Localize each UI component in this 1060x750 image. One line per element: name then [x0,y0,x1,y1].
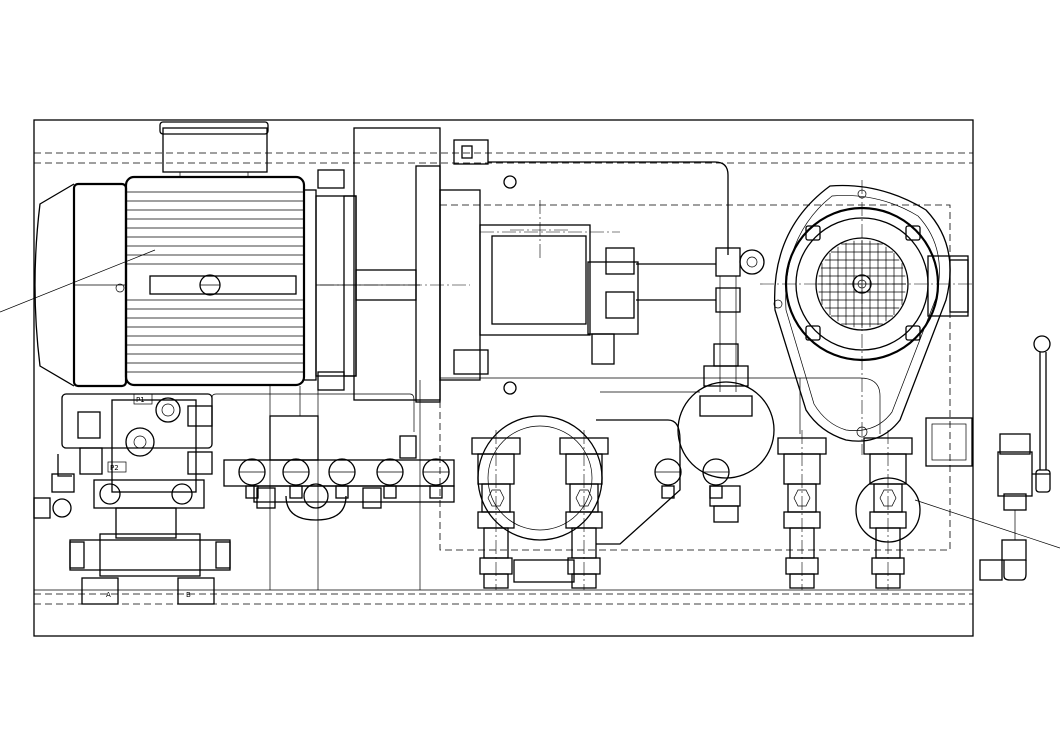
port-label-b: B [186,591,191,599]
inline-valve-top [703,365,749,387]
gauge-fitting [289,485,303,499]
inline-valve-body [699,395,753,417]
gauge-fitting [362,487,382,509]
port-label-a: A [106,591,111,599]
control-block: P2 P1 A B [33,386,415,605]
gauge-fitting [383,485,397,499]
inline-valve-foot [713,505,739,523]
bell-housing [317,127,470,403]
secondary-motor [760,180,975,455]
gauge-fitting [256,487,276,509]
return-piping [419,200,881,590]
inline-valve-cap [713,343,739,367]
gauge-fitting [245,485,259,499]
filter-bowl [855,477,921,543]
electric-motor [0,121,420,388]
port-label-p2: P2 [110,464,119,472]
pressure-gauges [238,435,730,509]
filter-housings [477,381,775,583]
gauge-fitting [661,485,675,499]
base-frame [33,119,974,637]
gauge-fitting [709,485,723,499]
hex-nut [793,489,811,507]
junction-box [925,417,973,467]
inline-valve-nut [709,485,741,507]
hex-nut [879,489,897,507]
cartridge-valves [471,343,921,590]
port-label-p1: P1 [136,396,145,404]
hex-nut [575,489,593,507]
gauge-fitting [399,435,417,459]
gauge-fitting [335,485,349,499]
manifold-block [223,386,455,590]
hydraulic-pump [439,139,765,395]
ball-valve [914,335,1060,581]
hex-nut [487,489,505,507]
motor-cooling-fins [126,191,304,373]
gauge-fitting [429,485,443,499]
